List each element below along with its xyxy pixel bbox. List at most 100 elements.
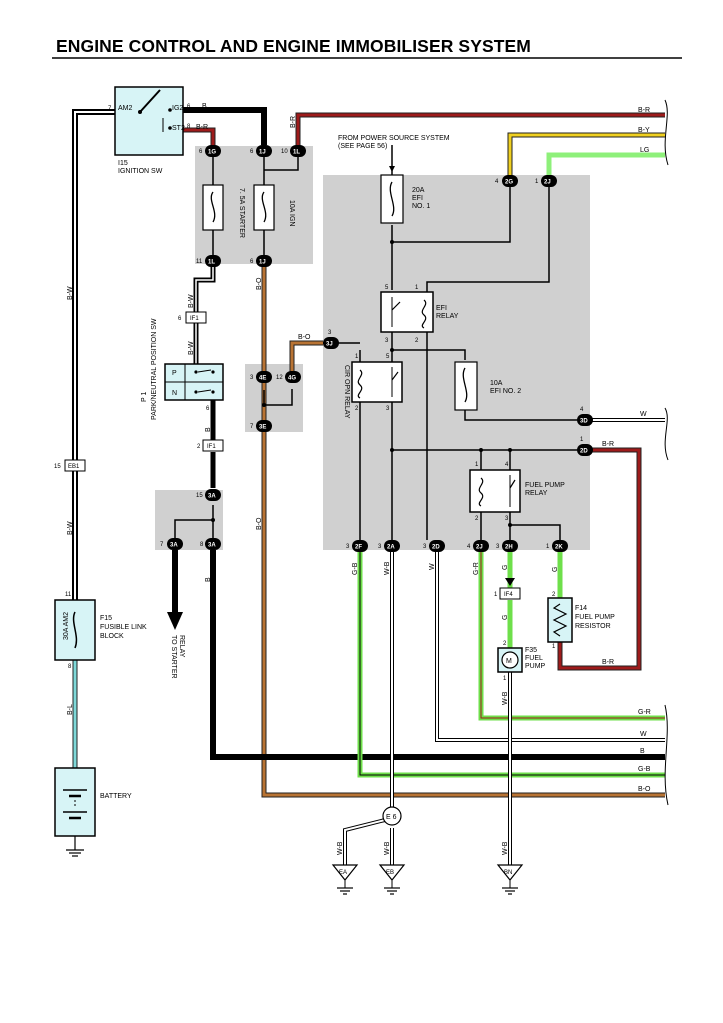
pin-bot-1: 3 (346, 544, 350, 550)
wire-label-br-lower: B-R (602, 441, 614, 448)
pin-eb1: 15 (54, 464, 61, 470)
wire-bw-main (72, 109, 115, 600)
connector-IF1-top: IF1 (185, 311, 207, 324)
svg-text:2J: 2J (476, 545, 483, 551)
pin-fl-2: 8 (68, 664, 72, 670)
wire-label-gr-2j: G-R (473, 562, 480, 575)
wire-label-bw-lower: B-W (67, 521, 74, 535)
efi1-amp: 20A (412, 187, 425, 194)
wire-label-wb-ea: W-B (337, 841, 344, 855)
wire-efi2-out (464, 410, 577, 421)
ign-terminal-ig2: IG2 (172, 105, 183, 112)
connector-bottom-2H: 2H (502, 540, 518, 552)
pin-cir-3: 2 (355, 406, 359, 412)
pin-if1-top: 6 (178, 316, 182, 322)
svg-text:3A: 3A (208, 494, 216, 500)
efi2-amp: 10A (490, 380, 503, 387)
starter-relay-note1: TO STARTER (170, 635, 177, 679)
fusible-link-name2: BLOCK (100, 633, 124, 640)
svg-text:2G: 2G (505, 180, 513, 186)
resistor-id: F14 (575, 605, 587, 612)
wire-label-br-tj: B-R (290, 116, 297, 128)
connector-3A-top: 3A (205, 489, 221, 501)
resistor-name: FUEL PUMP (575, 614, 615, 621)
connector-1J-top: 1J (256, 145, 272, 157)
svg-text:IF1: IF1 (207, 444, 216, 450)
arrow-to-starter (167, 612, 183, 630)
connector-3A-left: 3A (167, 538, 183, 550)
pin-efirelay-4: 2 (415, 338, 419, 344)
cir-opn-relay (351, 361, 403, 403)
pin-if1b: 2 (197, 444, 201, 450)
wire-fp-relay-to-2k (510, 524, 561, 540)
ign-pin-am2: 7 (108, 106, 112, 112)
wire-label-bo-lower: B-O (256, 517, 263, 530)
pin-1g-in: 6 (199, 149, 203, 155)
svg-text:1L: 1L (293, 150, 300, 156)
pin-3a-top: 15 (196, 493, 203, 499)
pin-1g-out: 11 (196, 259, 203, 265)
splice-e6-label: E 6 (386, 814, 397, 821)
svg-text:3J: 3J (326, 342, 333, 348)
pin-bot-2: 3 (378, 544, 382, 550)
pin-3e-2: 12 (276, 375, 283, 381)
connector-IF1-mid: IF1 (202, 439, 224, 452)
wire-bw-pn (193, 266, 216, 312)
ground-eb-label: EB (386, 870, 394, 876)
pin-pump-1: 2 (503, 641, 507, 647)
page-title: ENGINE CONTROL AND ENGINE IMMOBILISER SY… (56, 36, 531, 56)
connector-IF4: IF4 (499, 587, 521, 600)
wire-lg (546, 152, 665, 175)
ground-ea (331, 864, 359, 895)
pin-3a-l: 7 (160, 542, 164, 548)
wire-3e-internal (263, 389, 293, 406)
wire-label-w-efi2: W (640, 411, 647, 418)
wire-bw-main-inner (74, 111, 115, 600)
right-edge-cut-bot (664, 704, 669, 806)
right-label-b: B (640, 748, 645, 755)
right-label-w: W (640, 731, 647, 738)
svg-text:1J: 1J (259, 150, 266, 156)
pin-cir-1: 1 (355, 354, 359, 360)
fusible-link-id: F15 (100, 615, 112, 622)
wire-label-b-ig2: B (202, 103, 207, 110)
wire-br-lower-inner (558, 448, 641, 670)
wire-label-wb-bn: W-B (502, 841, 509, 855)
svg-text:EB1: EB1 (68, 464, 80, 470)
connector-3A-right: 3A (205, 538, 221, 550)
right-label-bo: B-O (638, 786, 651, 793)
fuel-pump-motor (497, 647, 523, 673)
svg-text:2F: 2F (355, 545, 362, 551)
ign-name: IGNITION SW (118, 168, 163, 175)
wire-label-bl: B-L (67, 704, 74, 715)
right-label-gb: G-B (638, 766, 651, 773)
wire-label-b-pn: B (205, 427, 212, 432)
wire-bo-3e-inner (290, 341, 323, 377)
ground-bn-label: BN (504, 870, 512, 876)
wire-w-2d-inner (436, 552, 665, 741)
wire-b-3a-down (210, 550, 665, 760)
pin-1j-in: 6 (250, 149, 254, 155)
connector-bottom-2E: 2F (352, 540, 368, 552)
wire-label-bo-3e: B-O (298, 334, 311, 341)
right-label-br: B-R (638, 107, 650, 114)
efi2-fuse (454, 361, 478, 411)
connector-1G-top: 1G (205, 145, 221, 157)
fp-relay-name2: RELAY (525, 490, 548, 497)
pin-2j: 1 (535, 179, 539, 185)
connector-1L-bottom: 1L (205, 255, 221, 267)
wire-1l-1j (264, 157, 299, 171)
ign-fuse (253, 184, 275, 231)
pn-pos-n: N (172, 390, 177, 397)
wire-label-wb-pump: W-B (502, 691, 509, 705)
wire-bw-pn-inner (195, 266, 214, 312)
wire-br-top-inner (296, 113, 665, 145)
ign-terminal-am2: AM2 (118, 105, 133, 112)
svg-text:3A: 3A (170, 543, 178, 549)
starter-relay-note2: RELAY (178, 635, 185, 658)
wire-label-bw-pn: B-W (188, 294, 195, 308)
svg-text:2D: 2D (580, 449, 588, 455)
wire-bo-main-inner (262, 266, 665, 797)
svg-text:1G: 1G (208, 150, 216, 156)
